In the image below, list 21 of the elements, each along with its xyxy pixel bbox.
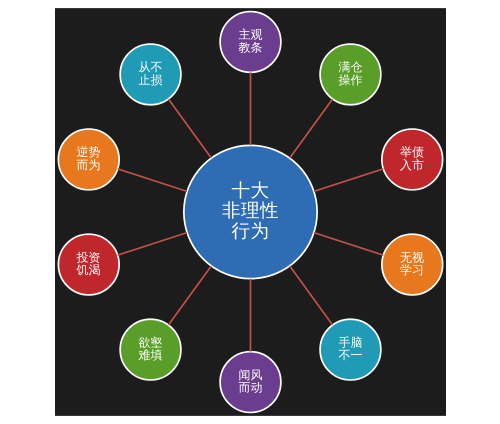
node-circle: 闻风而动 — [218, 350, 282, 414]
connector — [249, 278, 251, 352]
node-circle: 满仓操作 — [318, 43, 382, 106]
node-circle: 举债入市 — [380, 128, 443, 191]
connector — [288, 98, 333, 158]
node-circle: 逆势而为 — [57, 128, 120, 191]
connector — [249, 72, 251, 146]
connector — [167, 98, 212, 159]
node-circle: 十大非理性行为 — [182, 144, 318, 280]
connector — [116, 232, 187, 256]
node-circle: 手脑不一 — [318, 318, 382, 381]
node-circle: 从不止损 — [118, 43, 182, 106]
node-circle: 主观教条 — [218, 10, 282, 74]
node-circle: 欲壑难填 — [118, 318, 182, 381]
connector — [288, 266, 333, 326]
node-circle: 无视学习 — [380, 233, 443, 296]
connector — [167, 265, 212, 326]
node-circle: 投资饥渴 — [57, 233, 120, 296]
connector — [116, 168, 187, 192]
connector — [313, 232, 384, 256]
connector — [313, 168, 384, 192]
